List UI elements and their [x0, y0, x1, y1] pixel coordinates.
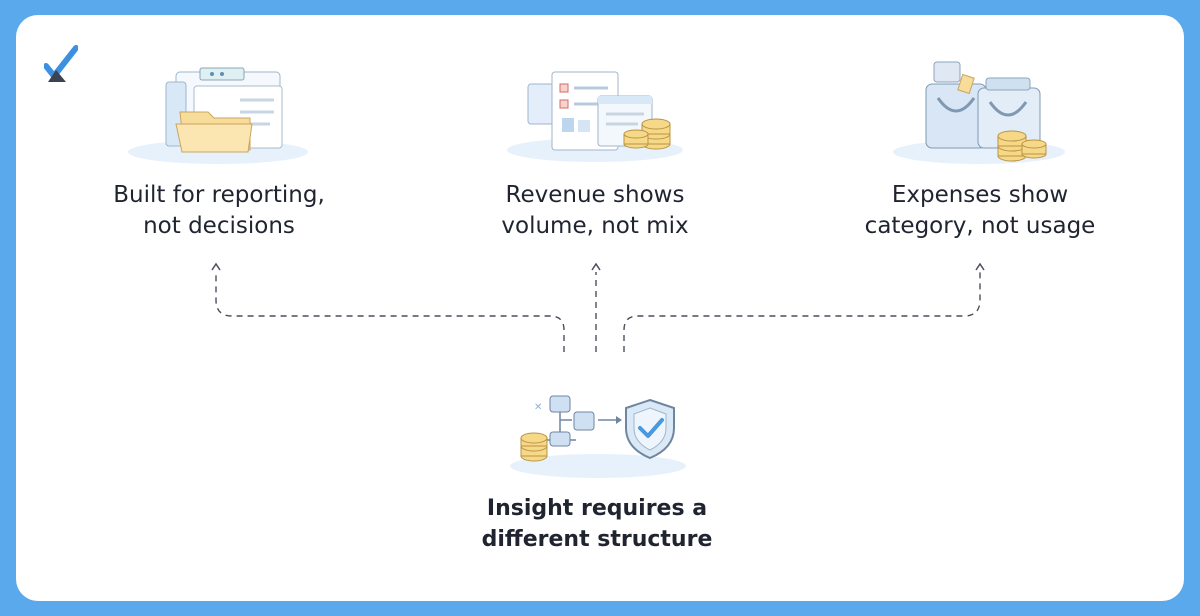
arrowhead-left-icon: [211, 262, 221, 271]
shopping-bags-coins-icon: [893, 61, 1065, 164]
caption-revenue-line1: Revenue shows: [505, 182, 685, 208]
connector-right: [623, 272, 981, 352]
folder-documents-icon: [128, 67, 308, 164]
invoice-coins-icon: [507, 71, 683, 162]
brand-logo-icon: [44, 45, 78, 82]
caption-reporting: Built for reporting, not decisions: [96, 180, 342, 242]
caption-insight-line1: Insight requires a: [486, 496, 708, 521]
connector-left: [215, 272, 565, 352]
caption-reporting-line2: not decisions: [143, 213, 295, 239]
arrowhead-right-icon: [975, 262, 985, 271]
data-flow-shield-icon: ✕: [510, 395, 686, 478]
caption-insight-line2: different structure: [481, 527, 713, 552]
caption-expenses-line1: Expenses show: [891, 182, 1069, 208]
caption-insight: Insight requires a different structure: [462, 493, 732, 555]
arrowhead-middle-icon: [591, 262, 601, 271]
caption-expenses: Expenses show category, not usage: [840, 180, 1120, 242]
caption-reporting-line1: Built for reporting,: [113, 182, 325, 208]
caption-revenue-line2: volume, not mix: [501, 213, 689, 239]
svg-text:✕: ✕: [534, 402, 542, 413]
caption-revenue: Revenue shows volume, not mix: [478, 180, 712, 242]
caption-expenses-line2: category, not usage: [864, 213, 1096, 239]
